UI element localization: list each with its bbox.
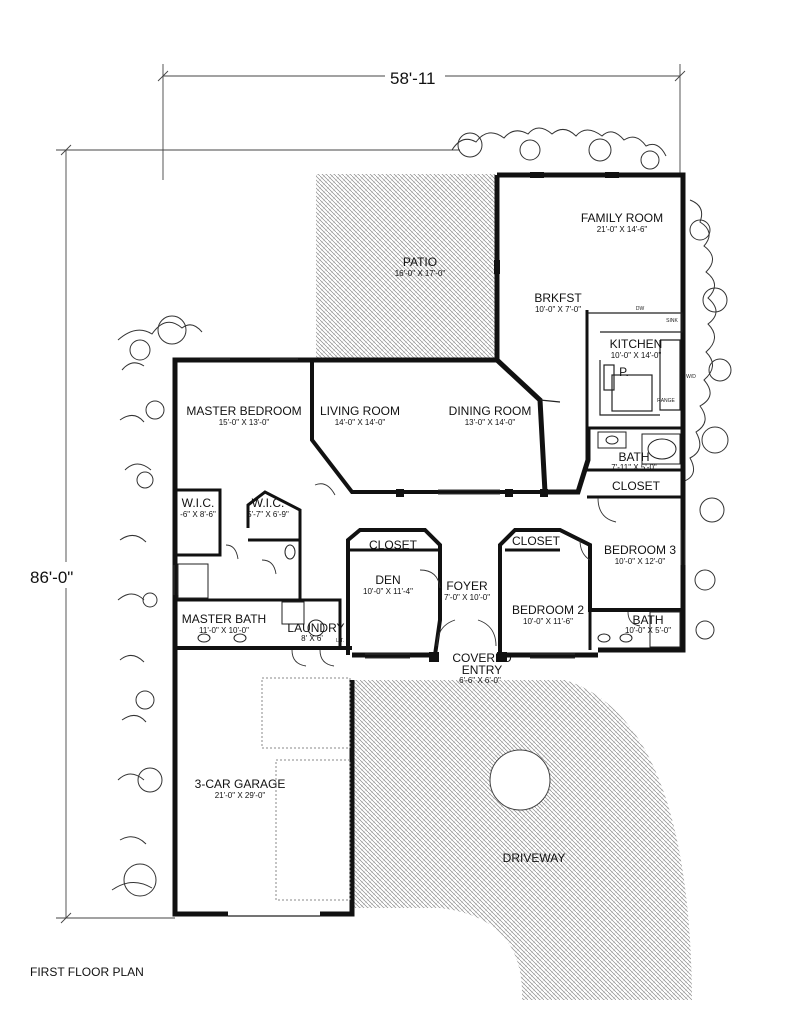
garage-size: 21'-0" X 29'-0" [215, 791, 266, 800]
bath-1-size: 7'-11" X 5'-0" [611, 463, 657, 472]
covered-entry-name: COVERED [452, 651, 512, 665]
kitchen-size: 10'-0" X 14'-0" [611, 351, 662, 360]
washer-dryer-label: W/D [686, 374, 696, 380]
foyer-name: FOYER [446, 579, 488, 593]
bedroom-2-size: 10'-0" X 11'-6" [523, 617, 573, 626]
window-marks [396, 172, 619, 662]
exterior-walls [172, 172, 686, 917]
bath-2-name: BATH [632, 613, 663, 627]
room-labels: FAMILY ROOM 21'-0" X 14'-6" PATIO 16'-0"… [180, 211, 676, 865]
width-dimension [157, 62, 686, 180]
living-room-size: 14'-0" X 14'-0" [335, 418, 386, 427]
family-room-name: FAMILY ROOM [581, 211, 663, 225]
master-bedroom-size: 15'-0" X 13'-0" [219, 418, 270, 427]
laundry-tub-label: L.T. [336, 638, 344, 644]
dining-room-size: 13'-0" X 14'-0" [465, 418, 516, 427]
patio-paving [316, 174, 496, 360]
driveway-paving [352, 680, 692, 1000]
garage-name: 3-CAR GARAGE [195, 777, 286, 791]
wic-1-size: -6" X 8'-6" [180, 510, 216, 519]
breakfast-size: 10'-0" X 7'-0" [535, 305, 581, 314]
covered-entry-size: 6'-6" X 6'-0" [459, 676, 501, 685]
laundry-size: 8' X 6' [301, 634, 323, 643]
covered-entry-name-2: ENTRY [462, 663, 502, 677]
living-room-name: LIVING ROOM [320, 404, 400, 418]
wic-1-name: W.I.C. [182, 496, 215, 510]
bedroom-2-closet-name: CLOSET [512, 534, 561, 548]
patio-name: PATIO [403, 255, 437, 269]
den-name: DEN [375, 573, 400, 587]
foyer-size: 7'-0" X 10'-0" [444, 593, 490, 602]
dining-room-name: DINING ROOM [449, 404, 532, 418]
bedroom-3-size: 10'-0" X 12'-0" [615, 557, 666, 566]
bedroom-3-name: BEDROOM 3 [604, 543, 676, 557]
kitchen-counters [588, 312, 683, 416]
wic-2-size: 5'-7" X 6'-9" [247, 510, 289, 519]
den-size: 10'-0" X 11'-4" [363, 587, 413, 596]
driveway-name: DRIVEWAY [503, 851, 566, 865]
patio-size: 16'-0" X 17'-0" [395, 269, 446, 278]
interior-walls [175, 310, 683, 656]
breakfast-name: BRKFST [534, 291, 582, 305]
bath-2-size: 10'-0" X 5'-0" [625, 626, 671, 635]
dishwasher-label: DW [636, 306, 645, 312]
master-bedroom-name: MASTER BEDROOM [186, 404, 301, 418]
master-bath-size: 11'-0" X 10'-0" [199, 626, 249, 635]
master-bath-name: MASTER BATH [182, 612, 266, 626]
kitchen-name: KITCHEN [610, 337, 663, 351]
landscaping [111, 127, 732, 897]
sink-label: SINK [666, 318, 678, 324]
width-dimension-label: 58'-11 [390, 69, 435, 88]
range-label: RANGE [657, 398, 675, 404]
den-closet-name: CLOSET [369, 538, 418, 552]
garage-parking [261, 677, 351, 901]
bath-1-name: BATH [618, 450, 649, 464]
door-swings [225, 483, 641, 667]
family-room-size: 21'-0" X 14'-6" [597, 225, 648, 234]
laundry-name: LAUNDRY [287, 621, 344, 635]
bath-fixtures [177, 431, 681, 648]
hall-closet-name: CLOSET [612, 479, 661, 493]
window-glazing [173, 358, 686, 659]
wic-2-name: W.I.C. [252, 496, 285, 510]
pantry-name: P. [619, 365, 629, 379]
depth-dimension-label: 86'-0" [30, 568, 73, 587]
depth-dimension [30, 144, 460, 924]
planter-circle [489, 749, 551, 811]
plan-title: FIRST FLOOR PLAN [30, 965, 144, 979]
bedroom-2-name: BEDROOM 2 [512, 603, 584, 617]
